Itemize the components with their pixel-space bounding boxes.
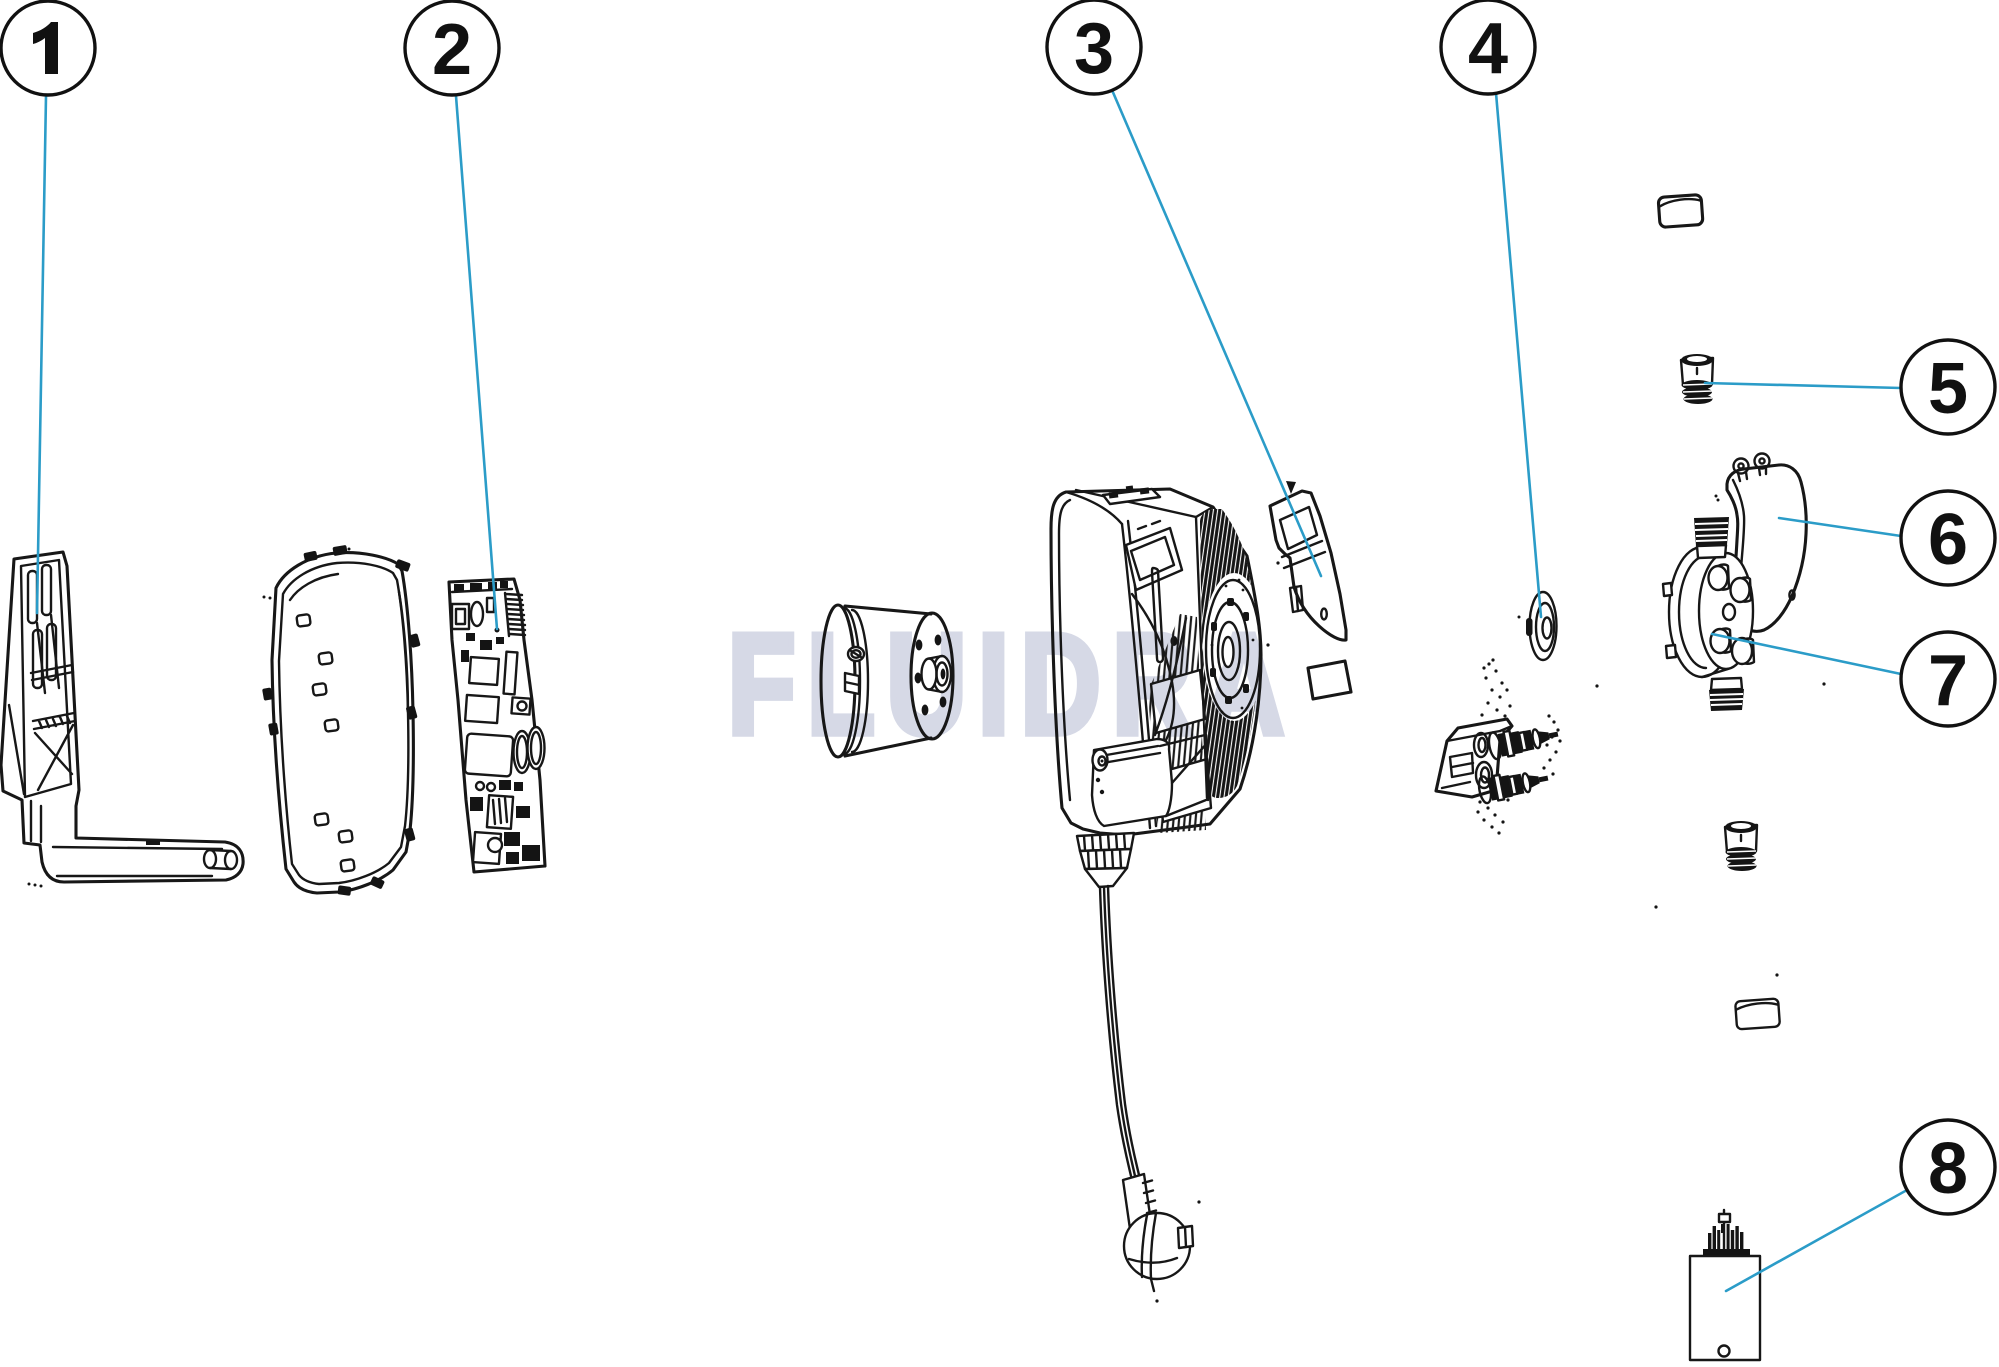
svg-text:2: 2 (432, 10, 472, 90)
svg-text:3: 3 (1074, 9, 1114, 89)
svg-text:6: 6 (1928, 500, 1968, 580)
svg-text:8: 8 (1928, 1129, 1968, 1209)
svg-text:4: 4 (1468, 9, 1508, 89)
svg-text:5: 5 (1928, 349, 1968, 429)
svg-text:7: 7 (1928, 641, 1968, 721)
